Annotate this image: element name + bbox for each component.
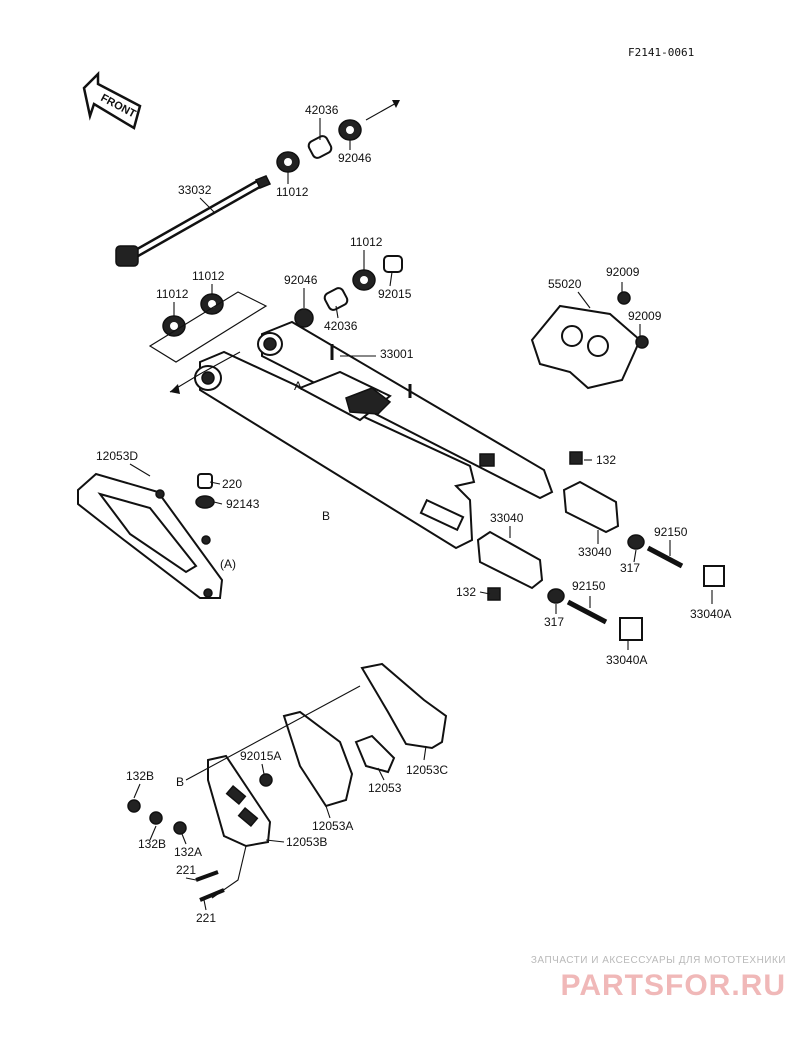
label-92143: 92143 — [226, 497, 260, 511]
label-92046-mid: 92046 — [284, 273, 318, 287]
label-33040-a: 33040 — [490, 511, 524, 525]
ref-B-swingarm: B — [322, 509, 330, 523]
pivot-bushings-right — [294, 255, 403, 328]
pivot-shaft-33032 — [115, 175, 272, 267]
label-12053D: 12053D — [96, 449, 138, 463]
label-55020: 55020 — [548, 277, 582, 291]
bracket-55020 — [530, 291, 649, 390]
watermark: ЗАПЧАСТИ И АКСЕССУАРЫ ДЛЯ МОТОТЕХНИКИ PA… — [531, 955, 786, 1002]
label-12053C: 12053C — [406, 763, 448, 777]
pivot-bushings-left — [148, 291, 268, 363]
label-11012-left1: 11012 — [192, 269, 225, 283]
label-11012-top: 11012 — [276, 185, 309, 199]
label-317-b: 317 — [544, 615, 564, 629]
label-132B-a: 132B — [126, 769, 154, 783]
label-12053B: 12053B — [286, 835, 327, 849]
label-92046-top: 92046 — [338, 151, 372, 165]
label-92009-b: 92009 — [628, 309, 662, 323]
label-33040A-b: 33040A — [606, 653, 647, 667]
label-42036-top: 42036 — [305, 103, 339, 117]
label-92150-b: 92150 — [572, 579, 606, 593]
label-12053A: 12053A — [312, 819, 353, 833]
label-92015: 92015 — [378, 287, 412, 301]
label-221-b: 221 — [196, 911, 216, 925]
diagram-ref-code: F2141-0061 — [628, 46, 694, 59]
chain-guard-12053D — [77, 472, 224, 599]
label-132B-b: 132B — [138, 837, 166, 851]
label-42036-mid: 42036 — [324, 319, 358, 333]
label-221-a: 221 — [176, 863, 196, 877]
swingarm-33001 — [169, 320, 554, 550]
label-132A: 132A — [174, 845, 202, 859]
watermark-brand: PARTSFOR.RU — [561, 969, 786, 1002]
watermark-tagline: ЗАПЧАСТИ И АКСЕССУАРЫ ДЛЯ МОТОТЕХНИКИ — [531, 955, 786, 966]
leader-lines — [129, 118, 713, 911]
label-317-a: 317 — [620, 561, 640, 575]
label-220: 220 — [222, 477, 242, 491]
label-12053: 12053 — [368, 781, 402, 795]
front-direction-arrow: FRONT — [82, 70, 142, 130]
label-92150-a: 92150 — [654, 525, 688, 539]
label-33040A-a: 33040A — [690, 607, 731, 621]
ref-B-guide: B — [176, 775, 184, 789]
label-92015A: 92015A — [240, 749, 281, 763]
label-11012-right: 11012 — [350, 235, 383, 249]
label-33001: 33001 — [380, 347, 414, 361]
label-92009-a: 92009 — [606, 265, 640, 279]
label-33040-b: 33040 — [578, 545, 612, 559]
label-132-a: 132 — [596, 453, 616, 467]
ref-A-swingarm: A — [294, 379, 302, 393]
chain-adjusters — [476, 451, 725, 641]
ref-A-guard: (A) — [220, 557, 236, 571]
label-11012-left2: 11012 — [156, 287, 189, 301]
label-132-b: 132 — [456, 585, 476, 599]
chain-guide-assembly — [127, 662, 448, 902]
part-labels: 42036 92046 11012 33032 11012 92046 9201… — [96, 103, 731, 925]
label-33032: 33032 — [178, 183, 212, 197]
